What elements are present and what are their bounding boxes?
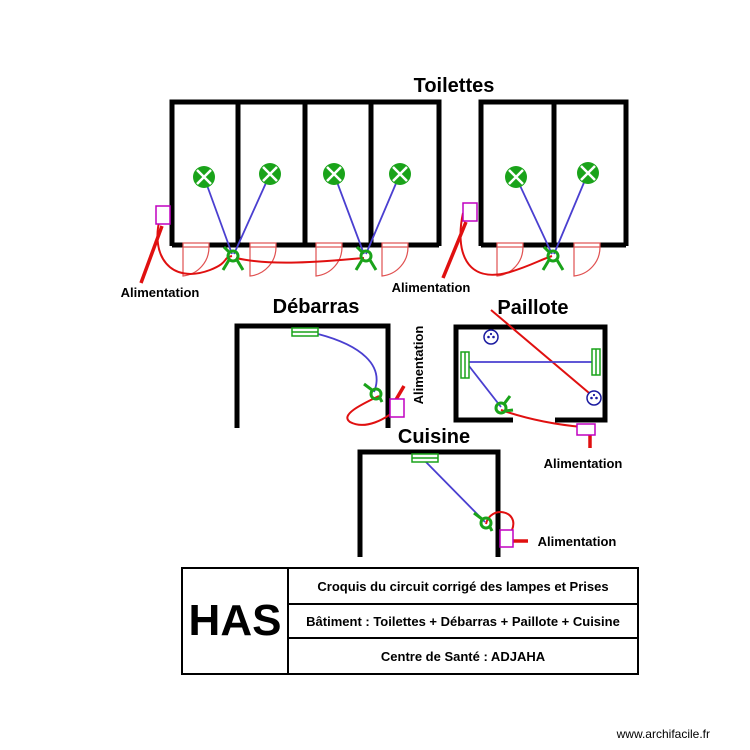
lamp-icon	[193, 166, 215, 188]
supply-label: Alimentation	[538, 534, 617, 549]
toilettes-block-right	[478, 99, 629, 248]
supply-box-icon	[462, 202, 478, 222]
switch-icon	[473, 511, 494, 532]
supply-box-icon	[389, 398, 405, 418]
lamp-icon	[577, 162, 599, 184]
switch-icon	[363, 382, 384, 403]
supply-boxes	[155, 202, 596, 548]
supply-box-icon	[155, 205, 171, 225]
toilet-doors	[182, 242, 601, 277]
supply-box-icon	[499, 529, 514, 548]
supply-label: Alimentation	[544, 456, 623, 471]
wall-light-icon	[460, 351, 470, 379]
room-title-debarras: Débarras	[273, 296, 360, 318]
title-block-line-2: Bâtiment : Toilettes + Débarras + Paillo…	[306, 613, 620, 629]
supply-label: Alimentation	[121, 285, 200, 300]
title-block-logo-cell: HAS	[181, 567, 289, 675]
debarras-walls	[234, 323, 391, 428]
title-block-logo: HAS	[188, 596, 282, 645]
room-title-toilettes: Toilettes	[414, 75, 495, 97]
supply-label: Alimentation	[411, 326, 426, 405]
cuisine-walls	[357, 449, 501, 557]
title-block-line-1: Croquis du circuit corrigé des lampes et…	[317, 578, 609, 594]
sockets	[483, 329, 602, 406]
lamp-icon	[505, 166, 527, 188]
socket-icon	[483, 329, 499, 345]
wall-light-icon	[291, 327, 319, 337]
title-block-line-3: Centre de Santé : ADJAHA	[380, 648, 546, 664]
supply-box-icon	[576, 423, 596, 436]
room-title-cuisine: Cuisine	[398, 426, 470, 448]
watermark: www.archifacile.fr	[616, 727, 710, 741]
title-block-row-1: Croquis du circuit corrigé des lampes et…	[287, 567, 639, 605]
paillote-walls	[453, 324, 608, 423]
lamp-icon	[323, 163, 345, 185]
switches	[221, 245, 565, 532]
title-block-row-3: Centre de Santé : ADJAHA	[287, 637, 639, 675]
wall-light-icon	[411, 453, 439, 463]
wall-light-icon	[591, 348, 601, 376]
switch-icon	[221, 245, 245, 271]
blue-circuit	[203, 172, 594, 523]
lamps	[193, 162, 599, 188]
room-title-paillote: Paillote	[497, 297, 568, 319]
lamp-icon	[259, 163, 281, 185]
supply-label: Alimentation	[392, 280, 471, 295]
switch-icon	[541, 245, 565, 271]
lamp-icon	[389, 163, 411, 185]
title-block-row-2: Bâtiment : Toilettes + Débarras + Paillo…	[287, 603, 639, 639]
socket-icon	[586, 390, 602, 406]
switch-icon	[354, 245, 378, 271]
wall-lights	[291, 327, 601, 463]
switch-icon	[494, 395, 514, 415]
